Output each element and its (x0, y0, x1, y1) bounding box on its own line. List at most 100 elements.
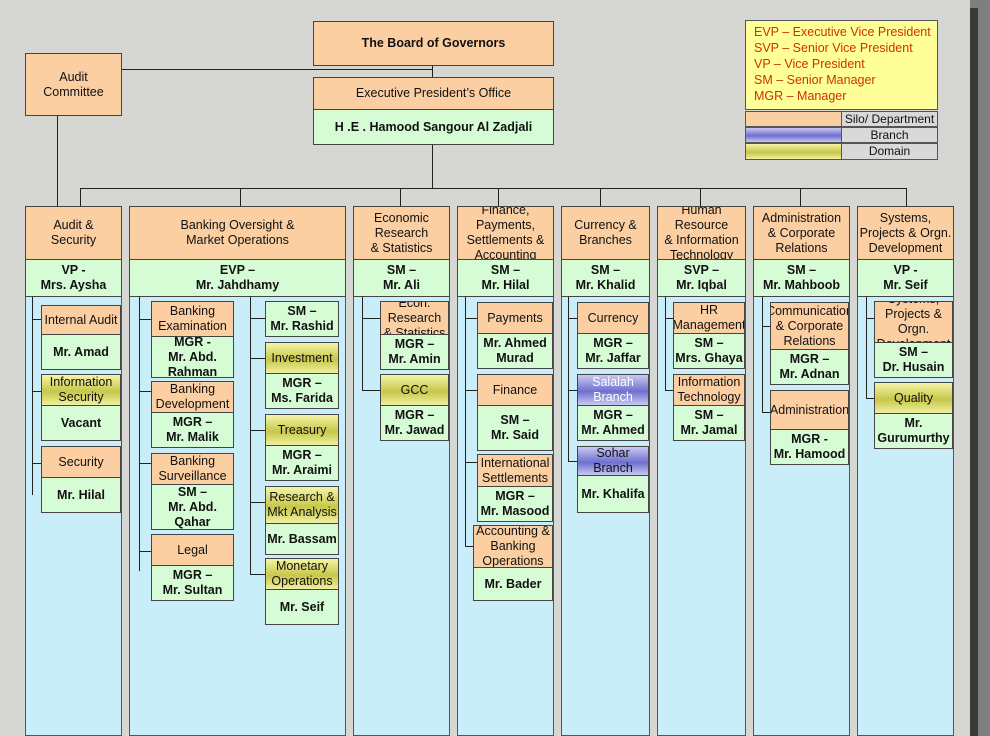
unit-name: Salalah Branch (577, 374, 649, 406)
legend-swatch-branch (745, 127, 842, 143)
unit-name: International Settlements (477, 454, 553, 487)
connector (250, 318, 265, 319)
connector (800, 188, 801, 206)
unit-name: Econ. Research & Statistics (380, 301, 449, 335)
legend-line: VP – Vice President (754, 57, 865, 71)
unit-name: Administration (770, 390, 849, 430)
legend-swatch-domain (745, 143, 842, 160)
connector (362, 318, 380, 319)
unit-name: Payments (477, 302, 553, 334)
silo-head: VP - Mrs. Aysha (25, 259, 122, 297)
exec-office-title: Executive President’s Office (313, 77, 554, 110)
unit-person: Mr. Ahmed Murad (477, 333, 553, 369)
unit-name: Legal (151, 534, 234, 566)
unit-person: Mr. Gurumurthy (874, 413, 953, 449)
connector (568, 297, 569, 462)
unit-name: Security (41, 446, 121, 478)
silo-head: SM – Mr. Khalid (561, 259, 650, 297)
connector (250, 297, 251, 574)
legend-label-silo: Silo/ Department (841, 111, 938, 127)
unit-name: Quality (874, 382, 953, 414)
silo-title: Administration & Corporate Relations (753, 206, 850, 260)
unit-name: Accounting & Banking Operations (473, 525, 553, 568)
legend-label-branch: Branch (841, 127, 938, 143)
connector (465, 462, 477, 463)
unit-name: HR Management (673, 302, 745, 334)
unit-person: Mr. Amad (41, 334, 121, 370)
unit-person: SM – Mrs. Ghaya (673, 333, 745, 369)
unit-person: MGR – Mr. Malik (151, 412, 234, 448)
connector (866, 318, 874, 319)
connector (250, 574, 265, 575)
unit-name: Systems, Projects & Orgn. Development (874, 301, 953, 343)
unit-name: Internal Audit (41, 305, 121, 335)
connector (866, 398, 874, 399)
connector (80, 188, 907, 189)
connector (80, 188, 81, 206)
silo-head: SM – Mr. Hilal (457, 259, 554, 297)
unit-name: Treasury (265, 414, 339, 446)
unit-person: MGR – Mr. Ahmed (577, 405, 649, 441)
legend-swatch-silo (745, 111, 842, 127)
unit-person: Vacant (41, 405, 121, 441)
unit-name: Information Security (41, 374, 121, 406)
connector (568, 318, 577, 319)
chart-sheet: The Board of Governors Audit Committee E… (0, 0, 970, 736)
connector (762, 297, 763, 413)
connector (139, 297, 140, 571)
unit-person: SM – Dr. Husain (874, 342, 953, 378)
legend-label-domain: Domain (841, 143, 938, 160)
unit-person: Mr. Khalifa (577, 475, 649, 513)
silo-head: VP - Mr. Seif (857, 259, 954, 297)
unit-person: MGR – Mr. Jawad (380, 405, 449, 441)
connector (240, 188, 241, 206)
silo-title: Human Resource & Information Technology (657, 206, 746, 260)
connector (432, 61, 433, 77)
unit-person: SM – Mr. Said (477, 405, 553, 451)
connector (762, 412, 770, 413)
unit-name: Banking Examination (151, 301, 234, 337)
connector (139, 391, 151, 392)
connector (32, 297, 33, 495)
connector (250, 358, 265, 359)
unit-name: GCC (380, 374, 449, 406)
connector (465, 318, 477, 319)
silo-head: SM – Mr. Ali (353, 259, 450, 297)
connector (665, 390, 673, 391)
unit-person: MGR – Mr. Amin (380, 334, 449, 370)
unit-name: Currency (577, 302, 649, 334)
unit-name: Banking Development (151, 381, 234, 413)
unit-person: MGR - Mr. Hamood (770, 429, 849, 465)
connector (665, 318, 673, 319)
connector (32, 319, 41, 320)
connector (122, 69, 433, 70)
unit-name: Finance (477, 374, 553, 406)
unit-person: MGR – Ms. Farida (265, 373, 339, 409)
unit-person: Mr. Seif (265, 589, 339, 625)
connector (57, 116, 58, 206)
unit-name: Sohar Branch (577, 446, 649, 476)
silo-title: Currency & Branches (561, 206, 650, 260)
unit-person: MGR – Mr. Sultan (151, 565, 234, 601)
legend-line: MGR – Manager (754, 89, 847, 103)
exec-office-holder: H .E . Hamood Sangour Al Zadjali (313, 109, 554, 145)
connector (568, 390, 577, 391)
connector (362, 390, 380, 391)
connector (700, 188, 701, 206)
connector (432, 145, 433, 189)
legend-line: EVP – Executive Vice President (754, 25, 931, 39)
unit-person: SM – Mr. Rashid (265, 301, 339, 337)
unit-person: Mr. Bassam (265, 523, 339, 555)
unit-person: MGR – Mr. Masood (477, 486, 553, 522)
connector (250, 430, 265, 431)
silo-head: SVP – Mr. Iqbal (657, 259, 746, 297)
silo-head: EVP – Mr. Jahdhamy (129, 259, 346, 297)
unit-person: MGR – Mr. Araimi (265, 445, 339, 481)
connector (32, 391, 41, 392)
unit-person: SM – Mr. Jamal (673, 405, 745, 441)
connector (465, 546, 473, 547)
unit-name: Communication & Corporate Relations (770, 302, 849, 350)
unit-person: Mr. Bader (473, 567, 553, 601)
connector (139, 463, 151, 464)
connector (362, 297, 363, 391)
